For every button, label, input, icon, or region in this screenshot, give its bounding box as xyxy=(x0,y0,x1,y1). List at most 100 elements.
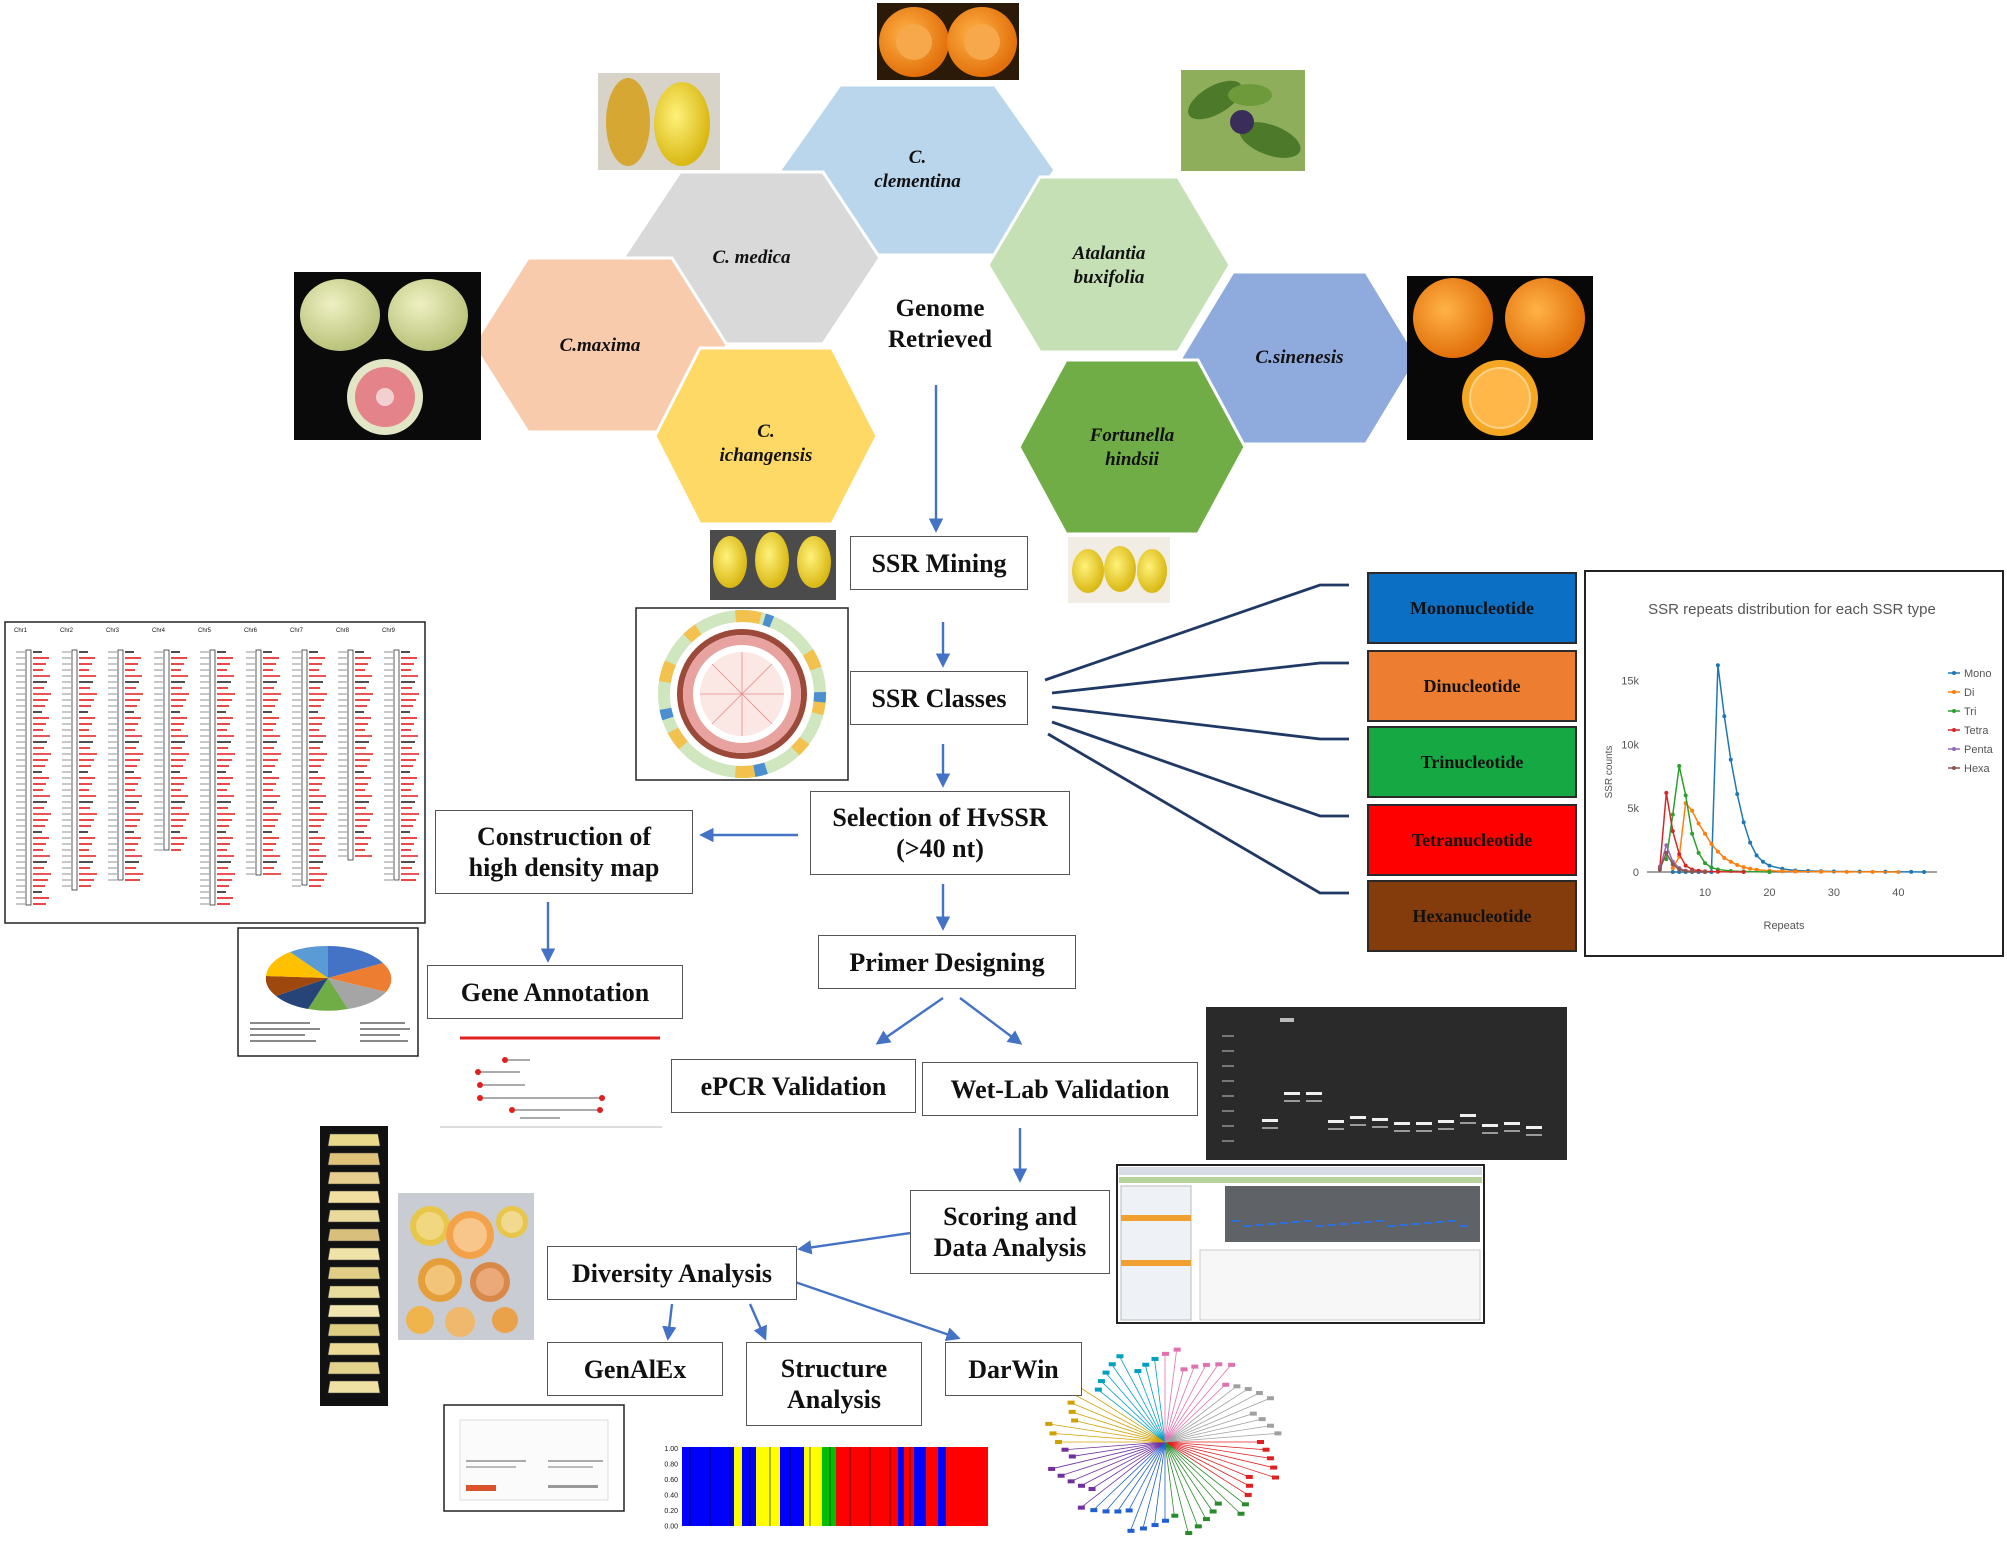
tree-branch xyxy=(1073,1420,1166,1443)
chart-point xyxy=(1793,869,1798,874)
chart-point xyxy=(1670,866,1675,871)
chromosome-bar xyxy=(71,649,78,891)
legend-label: Penta xyxy=(1964,744,1994,756)
chart-point xyxy=(1748,866,1753,871)
tree-leaf-label xyxy=(1067,1479,1075,1484)
sample-tube xyxy=(327,1171,381,1185)
chart-point xyxy=(1754,867,1759,872)
gel-band xyxy=(1262,1119,1278,1122)
chart-point xyxy=(1690,869,1695,874)
tree-leaf-label xyxy=(1266,1423,1274,1428)
structure-cluster-bar xyxy=(904,1447,914,1526)
sample-tube xyxy=(327,1247,381,1261)
tree-branch xyxy=(1164,1441,1276,1478)
tree-leaf-label xyxy=(1078,1483,1086,1488)
chart-point xyxy=(1683,868,1688,873)
tree-branch xyxy=(1111,1364,1166,1443)
legend-marker xyxy=(1952,728,1956,732)
photo-sinenesis xyxy=(1407,276,1593,440)
tree-branch xyxy=(1164,1441,1250,1487)
arrow-diversity-to-darwin xyxy=(794,1280,961,1342)
tree-leaf-label xyxy=(1274,1431,1282,1436)
tree-leaf-label xyxy=(1049,1431,1057,1436)
tree-branch xyxy=(1091,1441,1166,1490)
soft-gel-band xyxy=(1436,1221,1444,1223)
structure-cluster-bar xyxy=(682,1447,734,1526)
soft-gel-band xyxy=(1376,1220,1384,1222)
soft-gel-band xyxy=(1448,1220,1456,1222)
chr-header: Chr9 xyxy=(382,628,396,634)
chart-point xyxy=(1780,869,1785,874)
tree-leaf-label xyxy=(1125,1508,1133,1513)
soft-gel-band xyxy=(1460,1225,1468,1227)
chart-point xyxy=(1722,714,1727,719)
chart-point xyxy=(1819,869,1823,874)
species-clementina-line1: C. xyxy=(908,147,927,168)
step-scoring-data-analysis: Scoring and Data Analysis xyxy=(910,1190,1110,1274)
hex-label-sinenesis: C.sinenesis xyxy=(1233,340,1366,376)
diversity-label: Diversity Analysis xyxy=(571,1258,773,1288)
gel-band xyxy=(1328,1120,1344,1123)
chart-point xyxy=(1696,850,1701,855)
chart-point xyxy=(1741,870,1746,874)
tree-branch xyxy=(1100,1380,1166,1443)
chart-title: SSR repeats distribution for each SSR ty… xyxy=(1648,601,1936,618)
tree-branch xyxy=(1164,1366,1195,1443)
tree-branch xyxy=(1080,1441,1166,1487)
chart-ytick: 5k xyxy=(1627,803,1639,815)
chromosome-bar xyxy=(25,649,32,906)
soft-gel-band xyxy=(1400,1224,1408,1226)
hex-label-medica: C. medica xyxy=(680,240,823,276)
gel-band-faint xyxy=(1306,1100,1322,1102)
tree-branch xyxy=(1164,1441,1271,1459)
chart-series-line xyxy=(1665,765,1770,873)
tree-leaf-label xyxy=(1097,1379,1105,1384)
gel-band xyxy=(1482,1124,1498,1127)
species-fortunella-line2: hindsii xyxy=(1105,449,1159,470)
soft-gel-band xyxy=(1316,1225,1324,1227)
chr-header: Chr8 xyxy=(336,628,350,634)
gel-band xyxy=(1438,1120,1454,1123)
primer-designing-label: Primer Designing xyxy=(849,947,1045,977)
chart-point xyxy=(1722,855,1727,860)
structure-axis-tick: 0.40 xyxy=(664,1493,678,1500)
legend-label: Mono xyxy=(1964,668,1992,680)
structure-cluster-bar xyxy=(836,1447,898,1526)
structure-cluster-bar xyxy=(914,1447,926,1526)
construction-line1: Construction of xyxy=(476,822,652,851)
photo-medica xyxy=(598,73,720,170)
gel-band-faint xyxy=(1328,1128,1344,1130)
gel-band-faint xyxy=(1438,1128,1454,1130)
legend-label: Tri xyxy=(1964,706,1976,718)
structure-axis-tick: 0.60 xyxy=(664,1477,678,1484)
sample-tube xyxy=(327,1323,381,1337)
gel-band xyxy=(1416,1122,1432,1125)
sample-tube xyxy=(327,1190,381,1204)
chart-point xyxy=(1715,849,1720,854)
tree-branch xyxy=(1164,1397,1271,1443)
tree-branch xyxy=(1164,1441,1246,1505)
chart-point xyxy=(1735,792,1740,797)
soft-gel-band xyxy=(1340,1223,1348,1225)
structure-cluster-bar xyxy=(756,1447,780,1526)
genome-retrieved-title: Genome Retrieved xyxy=(860,293,1020,355)
soft-gel-band xyxy=(1280,1222,1288,1224)
chart-point xyxy=(1844,869,1849,874)
tree-branch xyxy=(1128,1441,1166,1511)
structure-cluster-bar xyxy=(780,1447,794,1526)
legend-marker xyxy=(1952,671,1956,675)
chart-point xyxy=(1870,869,1875,874)
chromosome-bar xyxy=(255,649,262,876)
tree-leaf-label xyxy=(1061,1447,1069,1452)
tree-leaf-label xyxy=(1090,1508,1098,1513)
gel-band-faint xyxy=(1284,1100,1300,1102)
structure-line2: Analysis xyxy=(787,1385,881,1414)
ssr-classes-label: SSR Classes xyxy=(871,683,1007,713)
arrow-diversity-to-genalex xyxy=(662,1303,677,1341)
sample-tube xyxy=(327,1266,381,1280)
chromosome-bar xyxy=(209,649,216,906)
legend-label: Di xyxy=(1964,687,1974,699)
chart-point xyxy=(1677,764,1682,769)
step-diversity-analysis: Diversity Analysis xyxy=(547,1246,797,1300)
